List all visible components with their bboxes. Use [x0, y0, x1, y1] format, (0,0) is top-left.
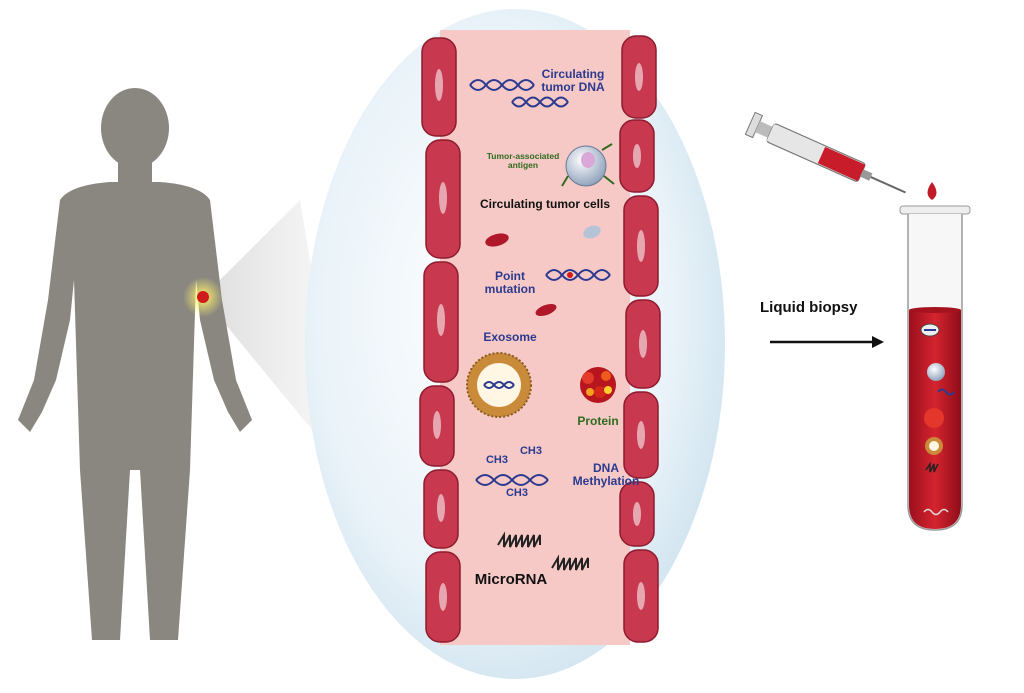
ch3-label-b: CH3: [519, 445, 542, 457]
small-cell-icon: [583, 225, 601, 239]
injection-site-dot: [197, 291, 209, 303]
antigen-label-line1: Tumor-associated: [486, 151, 560, 161]
point-mutation-label: Point mutation: [470, 270, 550, 295]
ctdna-label-line2: tumor DNA: [541, 79, 605, 94]
antigen-label-line2: antigen: [507, 159, 539, 170]
antigen-label: Tumor-associated antigen: [468, 152, 578, 170]
tumor-cell-icon: [561, 143, 615, 187]
syringe-icon: [744, 111, 906, 194]
point-mutation-line2: mutation: [484, 281, 536, 296]
dna-methylation-line2: Methylation: [572, 473, 640, 488]
microrna-icon: [497, 531, 589, 571]
ch3-label-c: CH3: [505, 487, 528, 499]
protein-label: Protein: [577, 414, 619, 428]
exosome-label: Exosome: [483, 330, 537, 344]
test-tube-icon: [899, 205, 971, 531]
ctc-label: Circulating tumor cells: [479, 197, 611, 211]
protein-cluster-icon: [580, 367, 616, 403]
exosome-icon: [466, 352, 532, 418]
microrna-label: MicroRNA: [474, 571, 548, 588]
ctdna-label: Circulating tumor DNA: [518, 68, 628, 93]
dna-methylation-label: DNA Methylation: [566, 462, 646, 487]
ch3-label-a: CH3: [485, 454, 508, 466]
ctdna-label-line1: Circulating: [541, 67, 605, 81]
red-blood-cell-icon: [485, 233, 557, 317]
human-silhouette-icon: [18, 88, 252, 640]
arrow-right-icon: [770, 336, 884, 348]
mutation-dna-icon: [545, 269, 611, 281]
dna-methylation-line1: DNA: [593, 461, 619, 475]
liquid-biopsy-label: Liquid biopsy: [760, 299, 858, 316]
blood-drop-icon: [927, 182, 937, 200]
dna-helix-icon: [469, 79, 569, 108]
methylation-dna-icon: [475, 474, 549, 486]
point-mutation-line1: Point: [495, 269, 525, 283]
